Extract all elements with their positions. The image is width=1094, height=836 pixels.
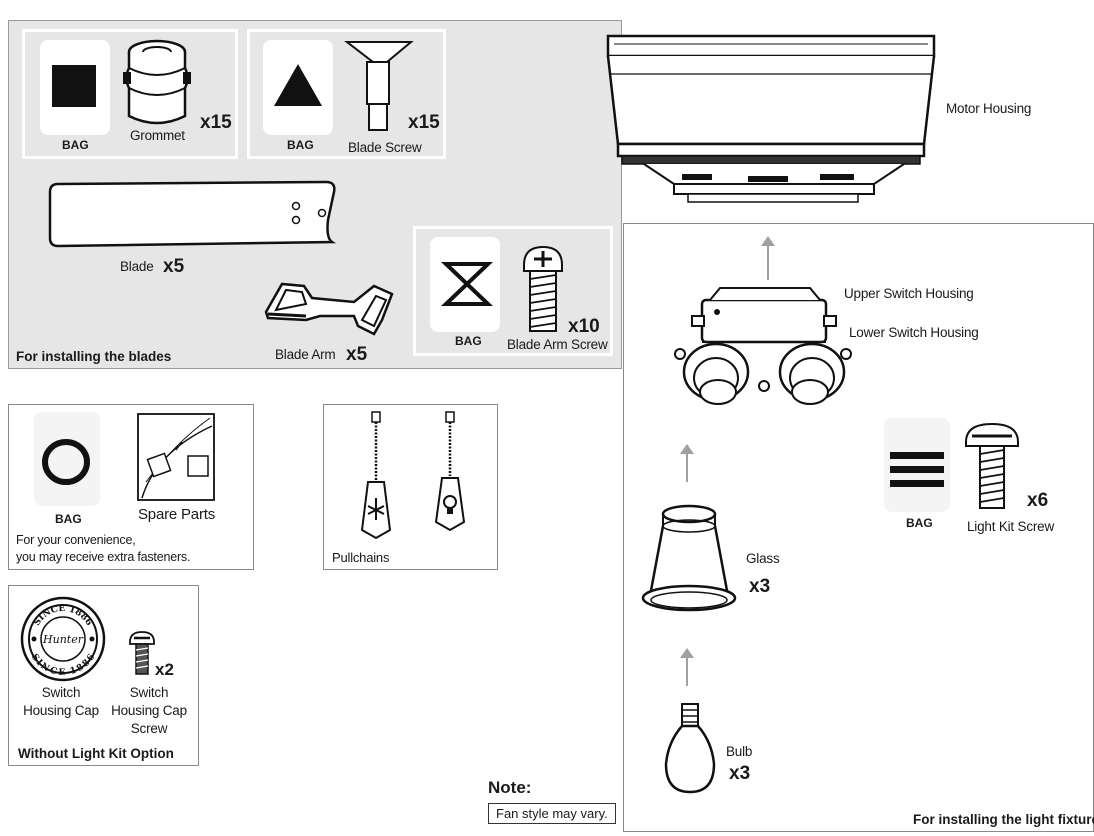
fan-pullchain-icon [360, 411, 392, 540]
switch-housing-cap-screw-qty: x2 [155, 660, 174, 679]
hourglass-bag-icon [441, 262, 493, 306]
light-kit-screw-bag-label: BAG [906, 516, 933, 530]
cap-line2: Housing Cap [23, 703, 99, 718]
blade-screw-qty: x15 [408, 112, 440, 133]
screw-line3: Screw [130, 721, 168, 736]
glass-icon [641, 504, 737, 612]
screw-line1: Switch [129, 685, 169, 700]
blade-screw-bag-label: BAG [287, 138, 314, 152]
spare-parts-note-line2: you may receive extra fasteners. [16, 550, 191, 564]
cap-line1: Switch [41, 685, 81, 700]
motor-housing-icon [606, 34, 936, 203]
badge-center-text: Hunter [42, 633, 84, 646]
switch-housing-cap-screw-label: Switch Housing Cap Screw [108, 684, 190, 738]
screw-line2: Housing Cap [111, 703, 187, 718]
bulb-icon [664, 703, 716, 794]
note-box: Fan style may vary. [488, 803, 616, 824]
spare-parts-label: Spare Parts [138, 506, 216, 523]
upper-switch-housing-label: Upper Switch Housing [844, 286, 974, 301]
switch-housing-icon [674, 287, 852, 405]
blade-arm-screw-icon [523, 245, 563, 332]
bulb-qty: x3 [729, 763, 751, 784]
light-kit-screw-qty: x6 [1027, 490, 1049, 511]
glass-label: Glass [746, 551, 780, 566]
pullchains-caption: Pullchains [332, 550, 390, 565]
grommet-bag-label: BAG [62, 138, 89, 152]
blade-arm-screw-bag-label: BAG [455, 334, 482, 348]
pullchains-panel [323, 404, 498, 570]
motor-housing-label: Motor Housing [946, 101, 1032, 116]
blade-arm-screw-label: Blade Arm Screw [507, 337, 608, 352]
spare-parts-bag-label: BAG [55, 512, 82, 526]
square-bag-icon [52, 65, 96, 107]
blade-arm-qty: x5 [346, 344, 368, 365]
spare-parts-note-line1: For your convenience, [16, 533, 136, 547]
switch-housing-cap-label: Switch Housing Cap [20, 684, 102, 720]
arrow-up-icon [761, 236, 775, 280]
lower-switch-housing-label: Lower Switch Housing [849, 325, 979, 340]
blade-arm-icon [264, 282, 394, 336]
arrow-up-icon [680, 648, 694, 686]
light-pullchain-icon [434, 411, 466, 532]
blade-icon [48, 180, 337, 248]
hunter-badge-icon: SINCE 1886 SINCE 1886 Hunter [20, 596, 106, 682]
triangle-bag-icon [274, 64, 322, 106]
blade-screw-label: Blade Screw [348, 140, 422, 155]
blade-label: Blade [120, 259, 154, 274]
blade-qty: x5 [163, 256, 185, 277]
arrow-up-icon [680, 444, 694, 482]
blade-arm-label: Blade Arm [275, 347, 336, 362]
blades-caption: For installing the blades [16, 349, 172, 364]
grommet-qty: x15 [200, 112, 232, 133]
light-fixture-caption: For installing the light fixture [913, 812, 1094, 827]
bulb-label: Bulb [726, 744, 753, 759]
ring-bag-icon [42, 439, 90, 485]
light-kit-screw-icon [965, 422, 1019, 509]
blade-arm-screw-qty: x10 [568, 316, 600, 337]
light-kit-screw-bag [884, 418, 950, 512]
light-kit-screw-label: Light Kit Screw [967, 519, 1055, 534]
glass-qty: x3 [749, 576, 771, 597]
blade-screw-icon [344, 41, 414, 131]
note-heading: Note: [488, 778, 532, 797]
grommet-label: Grommet [130, 128, 185, 143]
spare-parts-bag-icon [137, 413, 215, 501]
switch-housing-cap-screw-icon [129, 631, 155, 675]
three-bars-bag-icon [890, 452, 944, 487]
grommet-icon [123, 39, 191, 125]
without-light-kit-caption: Without Light Kit Option [18, 746, 174, 761]
